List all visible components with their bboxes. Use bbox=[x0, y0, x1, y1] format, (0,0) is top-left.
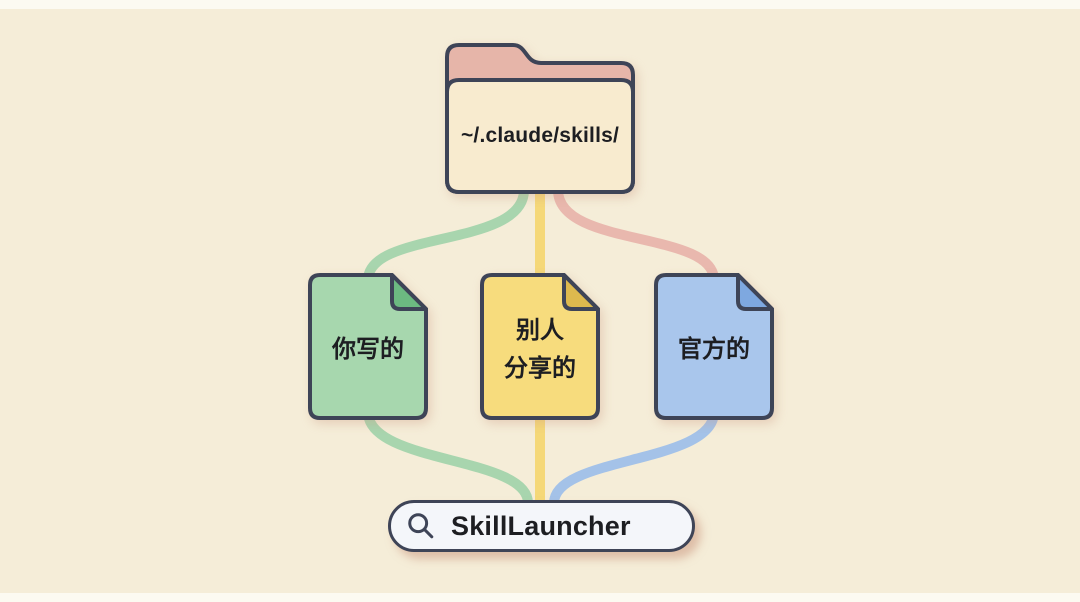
document-page-shape bbox=[480, 273, 600, 420]
document-icon bbox=[308, 273, 428, 420]
doc-card-shared: 别人 分享的 bbox=[480, 273, 600, 420]
doc-label-user-written: 你写的 bbox=[332, 335, 404, 363]
document-page-shape bbox=[308, 273, 428, 420]
search-bar: SkillLauncher bbox=[388, 500, 695, 552]
top-edge-strip bbox=[0, 0, 1080, 9]
connector-green-bottom-line bbox=[363, 407, 533, 508]
document-icon bbox=[654, 273, 774, 420]
document-fold-shape bbox=[562, 273, 600, 311]
search-value: SkillLauncher bbox=[451, 510, 631, 541]
document-fold-shape bbox=[736, 273, 774, 311]
doc-card-user-written: 你写的 bbox=[308, 273, 428, 420]
connector-green-top-line bbox=[363, 185, 529, 285]
doc-label-official: 官方的 bbox=[678, 335, 750, 363]
folder-icon bbox=[445, 43, 635, 194]
document-fold-shape bbox=[390, 273, 428, 311]
folder-path-label: ~/.claude/skills/ bbox=[460, 124, 620, 147]
skills-folder: ~/.claude/skills/ bbox=[445, 43, 635, 194]
folder-front-shape bbox=[445, 78, 635, 194]
doc-label-shared: 别人 分享的 bbox=[504, 317, 576, 382]
document-icon bbox=[480, 273, 600, 420]
magnifier-icon bbox=[408, 513, 434, 539]
connector-blue-bottom-line bbox=[549, 407, 719, 508]
document-page-shape bbox=[654, 273, 774, 420]
connector-pink-top-line bbox=[553, 185, 719, 285]
bottom-edge-strip bbox=[0, 593, 1080, 602]
doc-card-official: 官方的 bbox=[654, 273, 774, 420]
